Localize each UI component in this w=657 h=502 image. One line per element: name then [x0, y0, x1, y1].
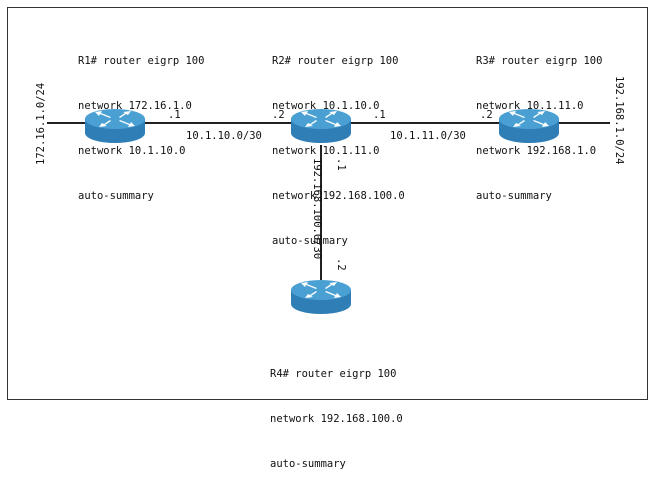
r3-config-line: network 10.1.11.0: [476, 100, 584, 112]
r1-r2-if-r1: .1: [168, 109, 181, 121]
r4-config-line: auto-summary: [270, 458, 346, 470]
diagram-frame: [7, 7, 648, 400]
r2-config-line: network 10.1.10.0: [272, 100, 380, 112]
router-r4-icon[interactable]: [291, 280, 351, 314]
r1-config: R1# router eigrp 100 network 172.16.1.0 …: [78, 24, 204, 234]
r3-config-line: R3# router eigrp 100: [476, 55, 603, 67]
r1-config-line: network 10.1.10.0: [78, 145, 186, 157]
r2-config: R2# router eigrp 100 network 10.1.10.0 n…: [272, 24, 405, 279]
topology-canvas: .1 .2 10.1.10.0/30 .1 .2 10.1.11.0/30 17…: [35, 76, 625, 314]
r3-config-line: network 192.168.1.0: [476, 145, 597, 157]
r1-r2-if-r2: .2: [272, 109, 285, 121]
network-diagram: .1 .2 10.1.10.0/30 .1 .2 10.1.11.0/30 17…: [7, 7, 648, 470]
r1-config-line: R1# router eigrp 100: [78, 55, 205, 67]
r4-config: R4# router eigrp 100 network 192.168.100…: [270, 337, 403, 502]
r2-config-line: network 10.1.11.0: [272, 145, 380, 157]
r1-lan-subnet: 172.16.1.0/24: [35, 83, 47, 165]
r2-config-line: R2# router eigrp 100: [272, 55, 399, 67]
r3-lan-subnet: 192.168.1.0/24: [613, 76, 625, 165]
r2-r4-if-r2: .1: [335, 158, 347, 171]
r2-r4-subnet: 192.168.100.0/30: [311, 158, 323, 259]
r1-config-line: auto-summary: [78, 190, 154, 202]
r4-config-line: R4# router eigrp 100: [270, 368, 397, 380]
r3-config: R3# router eigrp 100 network 10.1.11.0 n…: [476, 24, 602, 234]
r2-config-line: network 192.168.100.0: [272, 190, 405, 202]
r3-config-line: auto-summary: [476, 190, 552, 202]
r2-r3-subnet: 10.1.11.0/30: [390, 130, 466, 142]
r2-r3-if-r3: .2: [480, 109, 493, 121]
r1-config-line: network 172.16.1.0: [78, 100, 192, 112]
r4-config-line: network 192.168.100.0: [270, 413, 403, 425]
r2-r3-if-r2: .1: [373, 109, 386, 121]
r2-config-line: auto-summary: [272, 235, 348, 247]
r2-r4-if-r4: .2: [335, 258, 347, 271]
r1-r2-subnet: 10.1.10.0/30: [186, 130, 262, 142]
